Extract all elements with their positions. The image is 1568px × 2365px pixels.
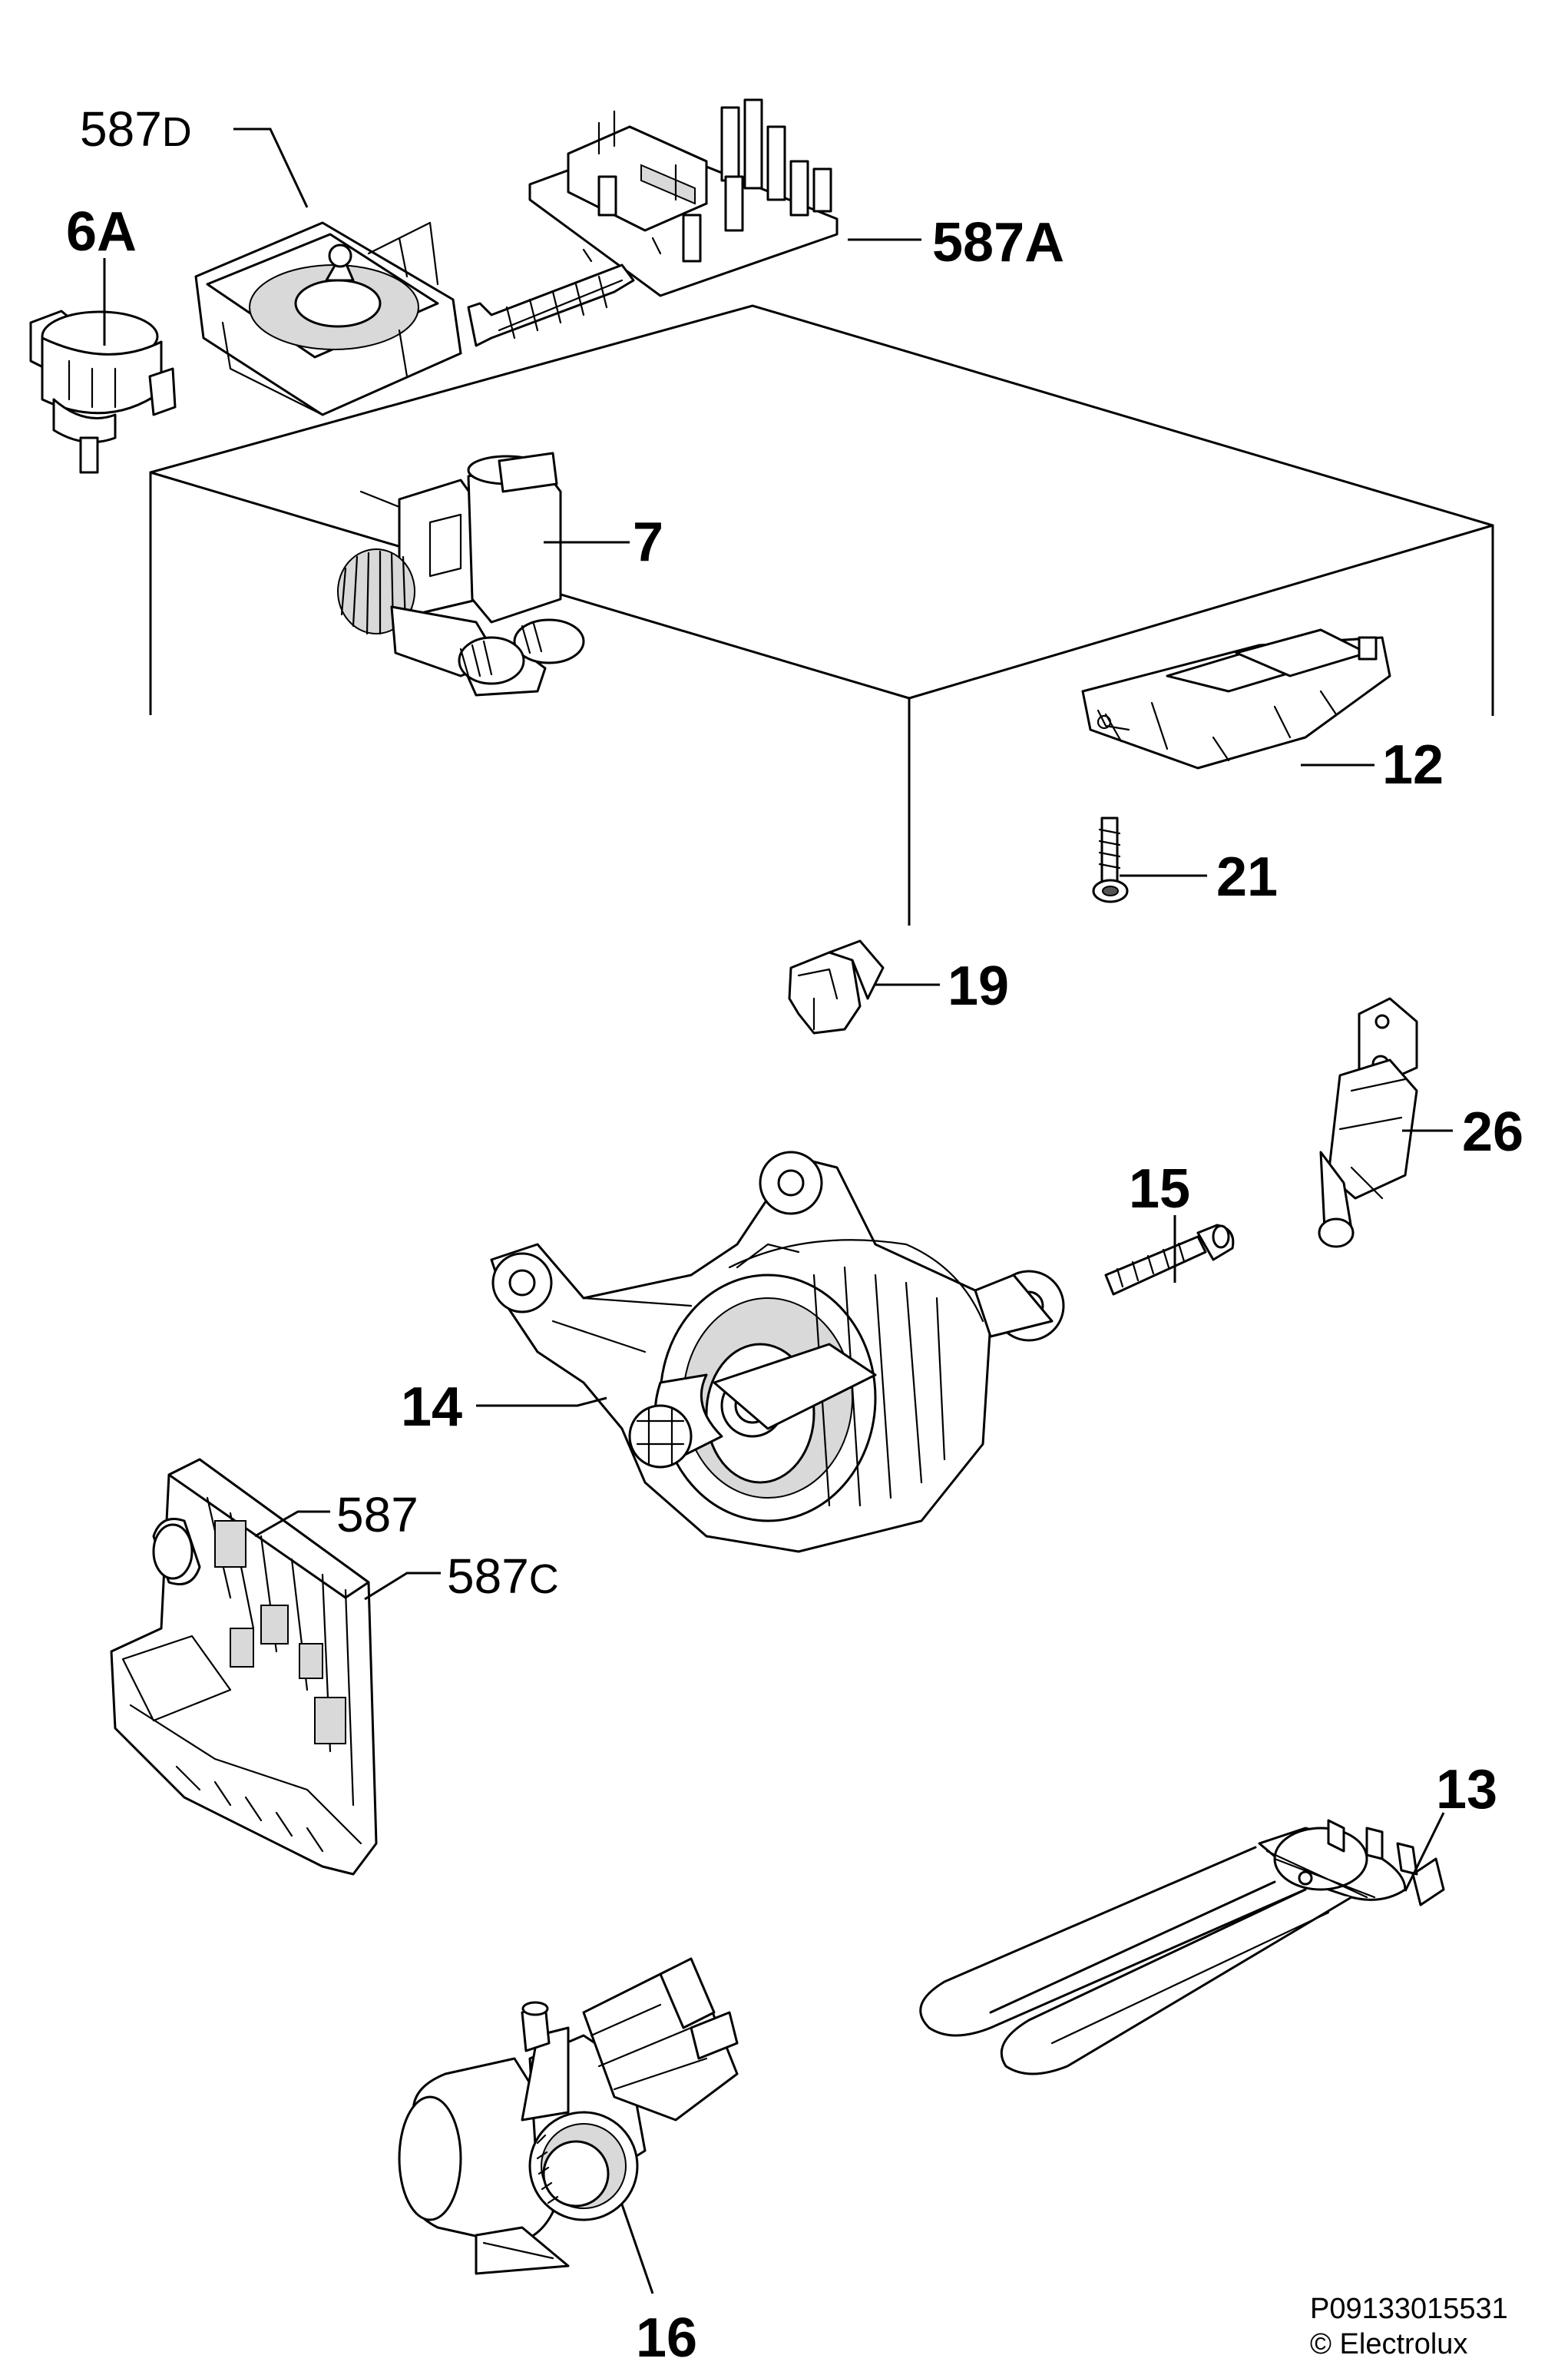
inlet-valve-7 [337, 452, 585, 697]
bracket-12 [1081, 628, 1391, 770]
label-587a: 587A [932, 212, 1064, 273]
electronic-module-587 [110, 1458, 378, 1876]
footer: P09133015531 © Electrolux [1310, 2293, 1508, 2360]
label-587d: 587D [80, 101, 192, 157]
label-587: 587 [336, 1487, 418, 1542]
clip-19 [788, 939, 885, 1035]
label-14: 14 [401, 1376, 462, 1438]
diagram-code: P09133015531 [1310, 2293, 1508, 2325]
label-21: 21 [1216, 846, 1278, 908]
part-labels: 587D 6A 587A 7 12 21 19 26 15 14 587 587… [66, 101, 1523, 2365]
knob-panel-587d [194, 221, 462, 416]
screw-21 [1092, 816, 1129, 903]
label-587c-number: 587 [447, 1549, 529, 1604]
label-19: 19 [948, 956, 1009, 1017]
screw-15 [1104, 1224, 1235, 1296]
label-16: 16 [636, 2307, 697, 2365]
filter-26 [1318, 997, 1418, 1248]
label-13: 13 [1436, 1759, 1497, 1820]
drain-pump-16 [398, 1957, 739, 2275]
label-587c-suffix: C [529, 1556, 559, 1602]
motor-14 [490, 1151, 1065, 1553]
leader-lines [103, 128, 1453, 2294]
pressure-switch-6a [29, 310, 177, 474]
display-board-connector-pins [597, 98, 832, 263]
label-587d-number: 587 [80, 101, 162, 157]
label-6a: 6A [66, 201, 137, 263]
label-15: 15 [1129, 1158, 1190, 1220]
heating-element-13 [919, 1819, 1445, 2075]
label-587d-suffix: D [162, 109, 192, 155]
label-587c: 587C [447, 1549, 559, 1604]
copyright: © Electrolux [1310, 2328, 1467, 2360]
display-board-587a [467, 98, 839, 347]
label-7: 7 [633, 512, 663, 573]
label-26: 26 [1462, 1101, 1523, 1163]
label-12: 12 [1382, 734, 1444, 796]
module-connectors [214, 1520, 346, 1744]
